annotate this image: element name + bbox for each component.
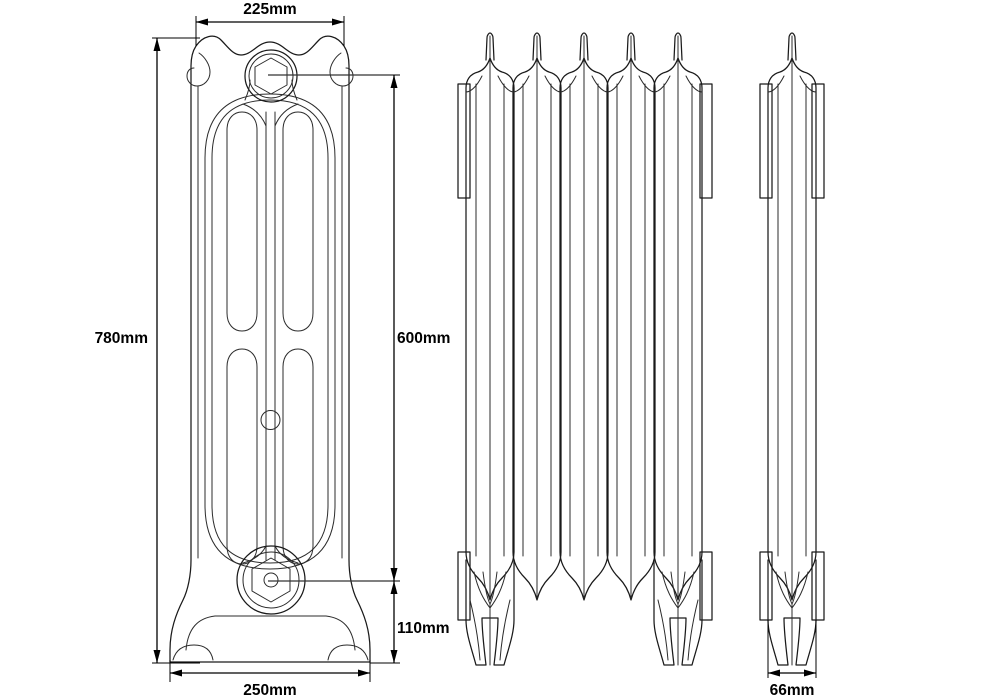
- section-shoulder-4: [606, 75, 624, 93]
- front-view-bottom-bush-mid-ring: [242, 551, 300, 609]
- dimension-66mm-arrow-left: [768, 669, 780, 677]
- dimension-225mm-arrow-left: [196, 18, 208, 26]
- front-view-centre-boss: [260, 410, 281, 430]
- section-vent-nipple-2: [532, 32, 542, 61]
- section-vent-nipple-4: [626, 32, 636, 61]
- plan-view-section-3: [559, 32, 609, 601]
- side-view-right-end-plate-bottom: [811, 551, 825, 621]
- section-vent-nipple-1: [485, 32, 495, 61]
- plan-view-section-2: [512, 32, 562, 601]
- front-view-foot-left-pad: [172, 644, 214, 661]
- front-view-bottom-bush-bore: [263, 572, 279, 588]
- section-vent-nipple-5: [673, 32, 683, 61]
- side-view-shoulder-left: [767, 75, 785, 93]
- section-foot-taper-r-5: [687, 599, 699, 661]
- plan-view-section-1: [465, 32, 515, 661]
- side-view-right-end-plate: [811, 83, 825, 199]
- dimension-110mm-arrow-top: [390, 581, 398, 594]
- plan-view-right-foot: [653, 559, 703, 666]
- plan-view-section-4: [606, 32, 656, 601]
- plan-view: [457, 32, 713, 666]
- dimension-250mm-arrow-right: [358, 669, 370, 677]
- side-view-left-end-plate-bottom: [759, 551, 773, 621]
- dimension-600mm-arrow-bottom: [390, 568, 398, 581]
- front-view-top-bush-hexagon: [254, 57, 288, 95]
- dimension-110mm: 110mm: [370, 581, 450, 664]
- front-view-bottom-bush-outer-ring: [236, 545, 306, 615]
- section-foot-taper-5: [657, 599, 669, 661]
- dimension-780mm-arrow-bottom: [153, 650, 161, 663]
- dimension-780mm: 780mm: [95, 37, 200, 664]
- section-body-2: [512, 57, 562, 601]
- front-view-bottom-bush-hexagon: [251, 557, 291, 603]
- dimension-780mm-arrow-top: [153, 38, 161, 51]
- front-view-top-bush-inner-ring: [248, 53, 294, 99]
- dimension-66mm-label: 66mm: [770, 682, 815, 699]
- side-view: [759, 32, 825, 666]
- section-foot-taper-1: [469, 599, 481, 661]
- section-body-3: [559, 57, 609, 601]
- plan-view-left-end-plate: [457, 83, 471, 199]
- front-view: [169, 35, 371, 663]
- front-view-top-bush-swell-left: [244, 79, 251, 101]
- dimension-66mm-arrow-right: [804, 669, 816, 677]
- front-view-top-bush-outer-ring: [244, 49, 298, 103]
- front-view-spine-bottom-fillet-right: [274, 545, 299, 564]
- front-view-foot-right-pad: [327, 644, 369, 661]
- section-shoulder-5: [653, 75, 671, 93]
- front-view-spine-top-fillet-right: [274, 103, 299, 127]
- section-shoulder-2: [512, 75, 530, 93]
- side-view-vent-nipple: [787, 32, 797, 61]
- front-view-inner-panel: [211, 99, 329, 564]
- plan-view-left-foot: [465, 559, 515, 666]
- dimension-780mm-label: 780mm: [95, 330, 148, 347]
- dimension-600mm-arrow-top: [390, 75, 398, 88]
- dimension-250mm-arrow-left: [170, 669, 182, 677]
- side-view-left-end-plate: [759, 83, 773, 199]
- dimension-225mm-arrow-right: [332, 18, 344, 26]
- side-view-shoulder-right: [799, 75, 817, 93]
- front-view-column-slot-1: [226, 111, 258, 332]
- front-view-top-bush-swell-right: [291, 79, 298, 101]
- side-view-foot: [767, 559, 817, 666]
- front-view-top-left-scroll: [186, 52, 211, 87]
- dimension-250mm: 250mm: [169, 660, 371, 699]
- dimension-110mm-arrow-bottom: [390, 650, 398, 663]
- front-view-top-right-scroll: [329, 52, 354, 87]
- front-view-spine-top-fillet-left: [242, 103, 267, 127]
- dimension-600mm-label: 600mm: [397, 330, 450, 347]
- section-shoulder-3: [559, 75, 577, 93]
- dimension-66mm: 66mm: [767, 620, 817, 699]
- dimension-110mm-label: 110mm: [397, 620, 450, 637]
- section-foot-taper-r-1: [499, 599, 511, 661]
- dimension-250mm-label: 250mm: [243, 682, 296, 699]
- front-view-column-slot-2-lower: [282, 348, 314, 565]
- plan-view-section-5: [653, 32, 703, 661]
- front-view-column-slot-1-lower: [226, 348, 258, 565]
- plan-view-right-end-plate-bottom: [699, 551, 713, 621]
- front-view-body-outline: [169, 35, 371, 663]
- dimension-225mm-label: 225mm: [243, 1, 296, 18]
- front-view-foot-apron: [185, 615, 356, 651]
- front-view-inner-panel-secondary: [204, 93, 336, 570]
- section-body-4: [606, 57, 656, 601]
- section-vent-nipple-3: [579, 32, 589, 61]
- section-shoulder-1: [465, 75, 483, 93]
- plan-view-right-end-plate: [699, 83, 713, 199]
- section-body-1: [465, 57, 515, 601]
- front-view-column-slot-2: [282, 111, 314, 332]
- dimension-600mm: 600mm: [268, 74, 450, 582]
- dimension-225mm: 225mm: [195, 1, 345, 46]
- front-view-spine-bottom-fillet-left: [242, 545, 267, 564]
